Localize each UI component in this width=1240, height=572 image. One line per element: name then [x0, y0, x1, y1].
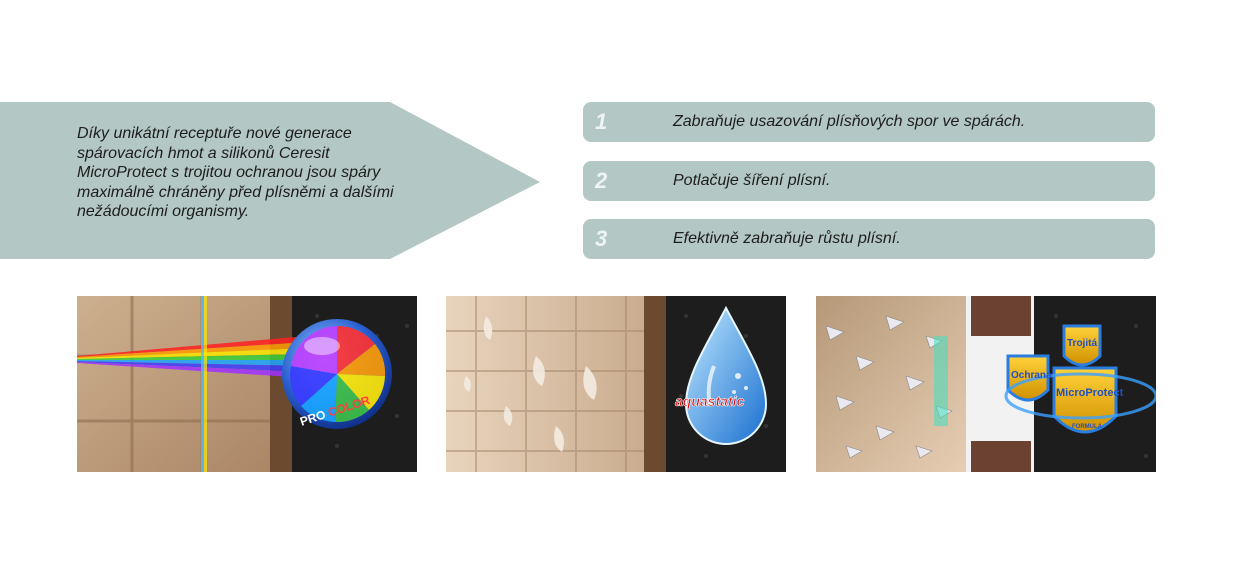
microprotect-trojita-label: Trojitá: [1067, 338, 1097, 349]
feature-text: Potlačuje šíření plísní.: [673, 172, 831, 189]
feature-text: Efektivně zabraňuje růstu plísní.: [673, 230, 901, 247]
feature-bar-3: 3 Efektivně zabraňuje růstu plísní.: [583, 219, 1155, 259]
arrow-shape: [0, 102, 540, 259]
aquastatic-image: aquastatic: [446, 296, 786, 472]
aquastatic-label: aquastatic: [675, 393, 744, 409]
microprotect-main-label: MicroProtect: [1056, 387, 1124, 399]
feature-number: 1: [595, 109, 608, 134]
feature-number: 3: [595, 226, 608, 251]
microprotect-image: Trojitá Ochrana MicroProtect FORMULA: [816, 296, 1156, 472]
feature-number: 2: [595, 168, 608, 193]
intro-line: Díky unikátní receptuře nové generace: [77, 125, 352, 142]
intro-line: MicroProtect s trojitou ochranou jsou sp…: [77, 164, 381, 181]
intro-line: spárovacích hmot a silikonů Ceresit: [77, 144, 330, 162]
intro-line: maximálně chráněny před plísněmi a další…: [77, 183, 394, 201]
intro-text: Díky unikátní receptuře nové generace sp…: [77, 124, 437, 222]
intro-line: nežádoucími organismy.: [77, 203, 250, 220]
feature-bar-1: 1 Zabraňuje usazování plísňových spor ve…: [583, 102, 1155, 142]
microprotect-formula-label: FORMULA: [1072, 424, 1103, 430]
intro-arrow-banner: [0, 102, 540, 259]
procolor-image: PRO COLOR: [77, 296, 417, 472]
feature-bar-2: 2 Potlačuje šíření plísní.: [583, 161, 1155, 201]
microprotect-ochrana-label: Ochrana: [1011, 370, 1052, 381]
feature-text: Zabraňuje usazování plísňových spor ve s…: [673, 113, 1026, 130]
